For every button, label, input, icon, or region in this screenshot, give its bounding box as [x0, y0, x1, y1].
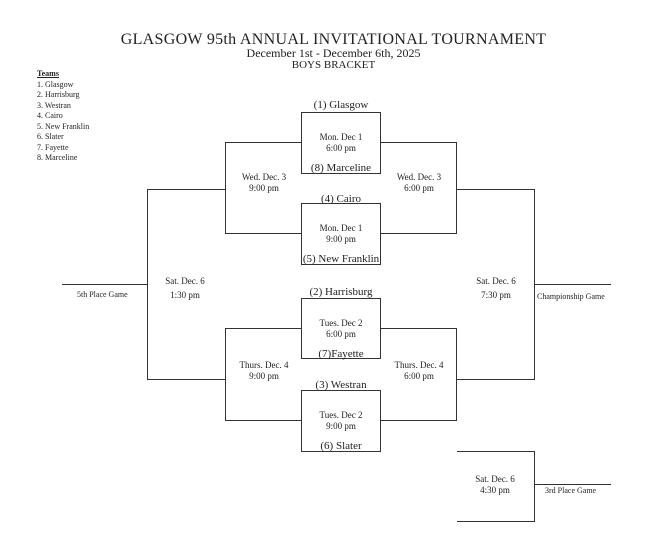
bracket-name: BOYS BRACKET	[291, 59, 376, 71]
championship-time: 7:30 pm	[481, 290, 511, 300]
game3-day: Tues. Dec 2	[319, 318, 363, 328]
winners-bottom-time: 6:00 pm	[404, 371, 434, 381]
consolation-bottom-time: 9:00 pm	[249, 371, 279, 381]
winners-top-time: 6:00 pm	[404, 183, 434, 193]
team-item: 5. New Franklin	[37, 121, 90, 131]
teams-heading: Teams	[37, 69, 59, 78]
winners-top-day: Wed. Dec. 3	[396, 172, 442, 182]
team-item: 6. Slater	[37, 132, 64, 141]
game1-day: Mon. Dec 1	[319, 132, 363, 142]
consolation-bottom-day: Thurs. Dec. 4	[239, 360, 289, 370]
third-place-time: 4:30 pm	[480, 485, 510, 495]
game4-schedule: Tues. Dec 2 9:00 pm	[296, 410, 386, 432]
game2-time: 9:00 pm	[326, 234, 356, 244]
winners-top-schedule: Wed. Dec. 3 6:00 pm	[374, 172, 464, 194]
game3-top-team: (2) Harrisburg	[309, 286, 373, 298]
consolation-top-day: Wed. Dec. 3	[241, 172, 287, 182]
game1-bottom-team: (8) Marceline	[310, 162, 372, 174]
team-item: 1. Glasgow	[37, 79, 74, 89]
championship-label: Championship Game	[537, 292, 605, 301]
game1-top-team: (1) Glasgow	[313, 99, 369, 111]
game2-day: Mon. Dec 1	[319, 223, 363, 233]
game1-schedule: Mon. Dec 1 6:00 pm	[296, 132, 386, 154]
fifth-place-day: Sat. Dec. 6	[165, 276, 205, 286]
game2-bottom-team: (5) New Franklin	[302, 253, 380, 265]
game3-bottom-team: (7)Fayette	[318, 348, 364, 360]
page-title: GLASGOW 95th ANNUAL INVITATIONAL TOURNAM…	[120, 31, 547, 48]
game4-day: Tues. Dec 2	[319, 410, 363, 420]
team-item: 7. Fayette	[37, 142, 69, 152]
game2-top-team: (4) Cairo	[320, 193, 361, 205]
third-place-day: Sat. Dec. 6	[475, 474, 515, 484]
championship-schedule: Sat. Dec. 6 7:30 pm	[451, 274, 541, 302]
fifth-place-time: 1:30 pm	[170, 290, 200, 300]
tournament-dates: December 1st - December 6th, 2025	[246, 46, 421, 60]
championship-day: Sat. Dec. 6	[476, 276, 516, 286]
game1-time: 6:00 pm	[326, 143, 356, 153]
game2-schedule: Mon. Dec 1 9:00 pm	[296, 223, 386, 245]
teams-list: Teams 1. Glasgow 2. Harrisburg 3. Westra…	[37, 69, 89, 164]
winners-bottom-schedule: Thurs. Dec. 4 6:00 pm	[374, 360, 464, 382]
consolation-bottom-schedule: Thurs. Dec. 4 9:00 pm	[219, 360, 309, 382]
game3-time: 6:00 pm	[326, 329, 356, 339]
winners-bottom-day: Thurs. Dec. 4	[394, 360, 444, 370]
team-item: 4. Cairo	[37, 111, 63, 120]
game3-schedule: Tues. Dec 2 6:00 pm	[296, 318, 386, 340]
third-place-label: 3rd Place Game	[545, 486, 597, 495]
team-item: 8. Marceline	[37, 153, 78, 162]
fifth-place-schedule: Sat. Dec. 6 1:30 pm	[140, 274, 230, 302]
third-place-schedule: Sat. Dec. 6 4:30 pm	[450, 474, 540, 496]
fifth-place-label: 5th Place Game	[77, 290, 128, 299]
team-item: 3. Westran	[37, 100, 71, 110]
team-item: 2. Harrisburg	[37, 90, 80, 99]
game4-top-team: (3) Westran	[315, 379, 367, 391]
game4-time: 9:00 pm	[326, 421, 356, 431]
game4-bottom-team: (6) Slater	[320, 440, 362, 452]
consolation-top-schedule: Wed. Dec. 3 9:00 pm	[219, 172, 309, 194]
consolation-top-time: 9:00 pm	[249, 183, 279, 193]
